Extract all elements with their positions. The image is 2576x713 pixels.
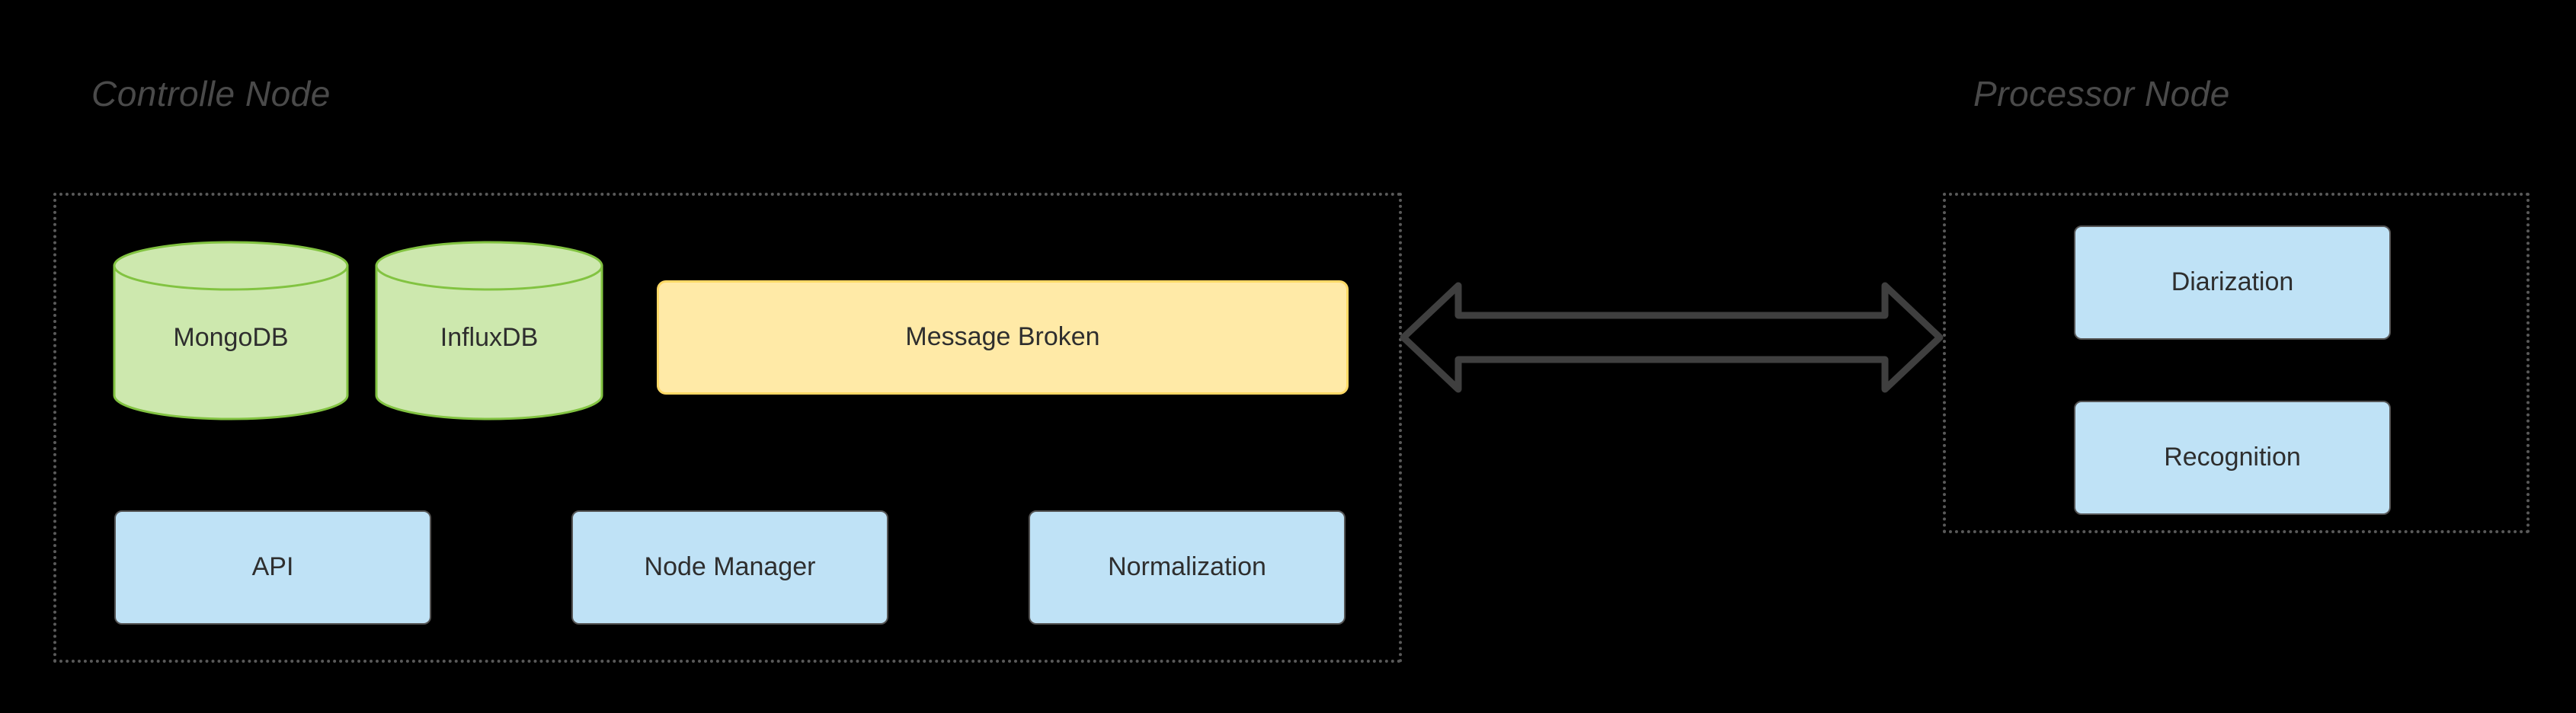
database-cylinder-influxdb[interactable]: InfluxDB [375, 241, 603, 420]
node-api[interactable]: API [114, 510, 431, 625]
node-label-recognition: Recognition [2164, 443, 2301, 472]
node-label-node-manager: Node Manager [644, 552, 816, 582]
node-node-manager[interactable]: Node Manager [571, 510, 888, 625]
database-label-influxdb: InfluxDB [440, 323, 539, 352]
node-normalization[interactable]: Normalization [1029, 510, 1346, 625]
node-label-diarization: Diarization [2171, 267, 2294, 297]
database-cylinder-mongodb[interactable]: MongoDB [113, 241, 349, 420]
node-diarization[interactable]: Diarization [2074, 225, 2391, 340]
node-label-message-broker: Message Broken [905, 322, 1100, 352]
group-title-processor: Processor Node [1973, 74, 2230, 114]
node-label-normalization: Normalization [1108, 552, 1266, 582]
database-label-mongodb: MongoDB [173, 323, 289, 352]
group-box-processor [1943, 193, 2530, 533]
bidirectional-arrow-icon [1400, 282, 1944, 393]
node-recognition[interactable]: Recognition [2074, 401, 2391, 515]
node-label-api: API [251, 552, 294, 582]
group-box-controller [53, 193, 1402, 663]
group-title-controller: Controlle Node [91, 74, 331, 114]
node-message-broker[interactable]: Message Broken [657, 280, 1349, 395]
